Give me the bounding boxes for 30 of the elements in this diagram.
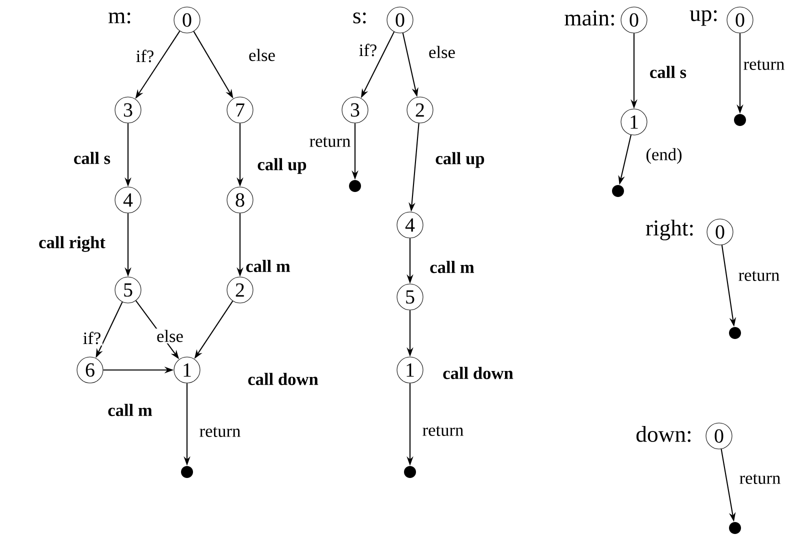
edge-label: if?: [358, 42, 378, 58]
procedure-name: down:: [636, 426, 690, 442]
edge-label: (end): [644, 146, 684, 166]
edge-label: call m: [244, 258, 292, 274]
edge-label: else: [247, 48, 277, 62]
edge-label: return: [742, 58, 786, 72]
edge-label: return: [198, 426, 242, 438]
procedure-name: right:: [646, 220, 693, 240]
edge-label: call down: [246, 372, 320, 386]
procedure-name: m:: [108, 12, 130, 24]
edge-label: else: [155, 328, 185, 344]
edge-label: return: [308, 136, 352, 148]
edge-label: return: [736, 270, 782, 282]
end-dot: [612, 185, 624, 197]
edge-label: call up: [434, 150, 486, 170]
edge-label: return: [738, 472, 782, 486]
edge-label: if?: [134, 48, 156, 64]
procedure-name: s:: [353, 12, 366, 24]
procedure-name: main:: [564, 10, 614, 26]
edge-label: call s: [648, 64, 688, 80]
edge-label: else: [427, 44, 457, 60]
edge-label: call m: [106, 402, 154, 418]
edge-label: call up: [256, 156, 308, 176]
edge-label: if?: [82, 330, 102, 346]
edge-label: call down: [441, 366, 515, 380]
edge-label: call s: [72, 150, 112, 166]
procedure-name: up:: [690, 10, 717, 26]
edge-label: return: [420, 424, 466, 438]
edge-label: call m: [428, 260, 476, 274]
edge-label: call right: [37, 234, 107, 254]
